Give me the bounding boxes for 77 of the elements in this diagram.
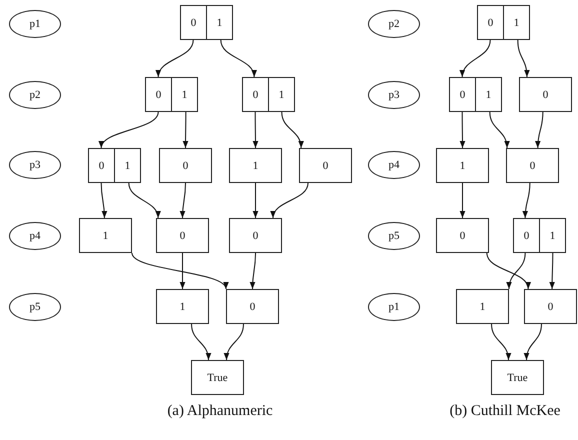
variable-ellipse: p4 [368,151,420,179]
arrow [156,40,194,78]
arrow [460,40,491,78]
arrow [549,252,555,290]
decision-node: 1 [79,218,132,253]
arrow [535,112,544,148]
value-cell-text: 0 [522,228,530,244]
decision-node: 0 [299,148,352,183]
arrow [252,182,258,218]
arrow [524,324,542,360]
decision-node: 0 [519,77,572,112]
subfigure-caption: (b) Cuthill McKee [450,403,560,420]
arrow [271,182,308,218]
variable-ellipse: p3 [9,151,61,179]
arrow [191,324,211,360]
variable-ellipse: p5 [368,222,420,250]
arrow [180,182,186,218]
value-cell-text: 0 [154,88,162,102]
arrow [100,112,159,148]
arrow [460,112,466,148]
record-node [513,218,566,253]
value-cell-text: 0 [190,16,198,30]
value-cell: 1 [539,219,565,252]
arrow [100,182,108,218]
variable-ellipse: p5 [9,293,61,321]
decision-node: 1 [456,289,509,324]
value-cell: 1 [171,78,197,111]
decision-node: 0 [156,218,209,253]
value-cell: 1 [475,78,501,111]
value-cell: 1 [503,6,529,39]
record-node [88,148,141,183]
decision-node: 1 [436,148,489,183]
arrow [506,252,526,290]
variable-ellipse: p2 [9,81,61,109]
value-cell-text: 0 [252,88,260,102]
decision-node: 0 [436,218,489,253]
decision-node: 1 [156,289,209,324]
record-node [477,5,530,40]
variable-ellipse: p4 [9,222,61,250]
arrow [517,40,530,78]
arrow [182,112,188,148]
arrow [132,252,226,290]
variable-ellipse: p2 [368,10,420,38]
value-cell: 1 [268,78,294,111]
decision-node: 0 [524,289,577,324]
record-node [449,77,502,112]
variable-ellipse: p1 [9,10,61,38]
arrow [252,112,258,148]
record-node [180,5,233,40]
decision-node: 0 [159,148,212,183]
arrow [128,182,160,218]
subfigure-caption: (a) Alphanumeric [167,403,273,420]
arrow [180,252,186,290]
decision-node: True [191,360,244,395]
arrow [489,112,510,148]
value-cell: 1 [114,149,140,182]
decision-node: True [491,360,544,395]
value-cell-text: 0 [458,88,466,102]
arrow [491,324,511,360]
value-cell-text: 0 [98,158,106,174]
arrow [522,182,530,218]
arrow [220,40,256,78]
arrow [486,252,530,290]
variable-ellipse: p3 [368,81,420,109]
record-node [145,77,198,112]
decision-node: 0 [226,289,279,324]
value-cell: 1 [206,6,232,39]
record-node [242,77,295,112]
arrow [281,112,304,148]
variable-ellipse: p1 [368,293,420,321]
arrow [460,182,466,218]
decision-node: 0 [229,218,282,253]
arrow [250,252,256,290]
arrow [224,324,244,360]
value-cell-text: 0 [486,16,494,30]
decision-node: 1 [229,148,282,183]
decision-node: 0 [506,148,559,183]
